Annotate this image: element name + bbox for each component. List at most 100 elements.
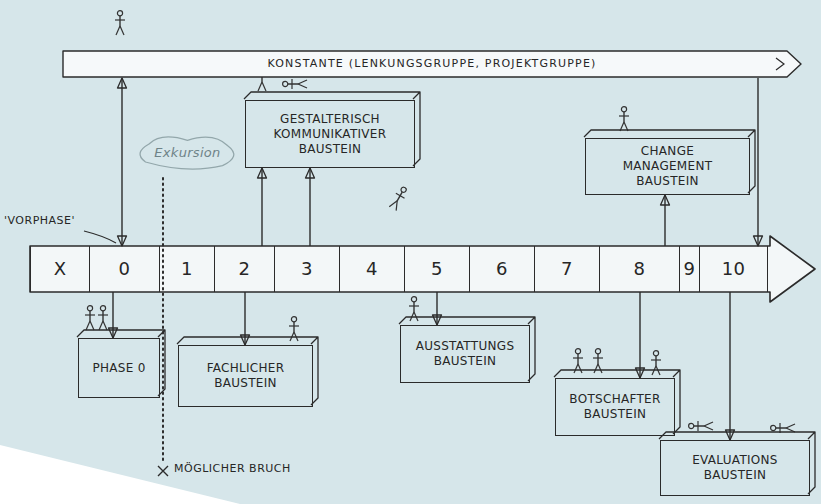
- connector-arrow: [306, 168, 315, 246]
- text-wrap: EVALUATIONS BAUSTEIN: [661, 441, 809, 495]
- text-wrap: 10: [700, 246, 767, 292]
- connector-line: [664, 195, 665, 246]
- connector-line: [244, 292, 245, 345]
- text-wrap: 8: [600, 246, 679, 292]
- phase-number: 10: [722, 258, 746, 281]
- phase-cell: 7: [535, 246, 600, 292]
- text-wrap: KONSTANTE (LENKUNGSGRUPPE, PROJEKTGRUPPE…: [62, 50, 802, 78]
- arrow-head: [241, 335, 250, 345]
- excursion-cloud: Exkursion: [135, 135, 240, 171]
- phase-cell: 0: [90, 246, 160, 292]
- text-wrap: 9: [680, 246, 699, 292]
- module-box: AUSSTATTUNGS BAUSTEIN: [400, 325, 530, 383]
- node-label: FACHLICHER BAUSTEIN: [187, 361, 304, 391]
- node-label: BOTSCHAFTER BAUSTEIN: [564, 392, 666, 422]
- arrow-head: [118, 78, 127, 88]
- node-label: Exkursion: [154, 145, 220, 161]
- leader-line: [84, 231, 116, 243]
- phase-number: 6: [496, 258, 508, 281]
- text-wrap: CHANGE MANAGEMENT BAUSTEIN: [586, 139, 749, 194]
- phase-cell: 2: [215, 246, 275, 292]
- connector-line: [639, 292, 640, 378]
- arrow-head: [726, 430, 735, 440]
- arrow-head: [109, 328, 118, 338]
- phase-cell: 4: [340, 246, 405, 292]
- arrow-head: [118, 236, 127, 246]
- phase-number: 2: [239, 258, 251, 281]
- node-label: GESTALTERISCH KOMMUNIKATIVER BAUSTEIN: [254, 112, 406, 157]
- connector-arrow: [118, 78, 127, 246]
- phase-cell: 8: [600, 246, 680, 292]
- text-wrap: 7: [535, 246, 599, 292]
- connector-arrow: [433, 292, 442, 325]
- text-wrap: FACHLICHER BAUSTEIN: [179, 346, 312, 406]
- node-label: KONSTANTE (LENKUNGSGRUPPE, PROJEKTGRUPPE…: [267, 57, 596, 71]
- phase-number: 1: [181, 258, 193, 281]
- phase-number: 4: [366, 258, 378, 281]
- text-wrap: 3: [275, 246, 339, 292]
- break-note: MÖGLICHER BRUCH: [174, 462, 291, 475]
- phase-number: X: [54, 258, 67, 281]
- module-box: CHANGE MANAGEMENT BAUSTEIN: [585, 138, 750, 195]
- node-label: CHANGE MANAGEMENT BAUSTEIN: [594, 144, 741, 189]
- connector-arrow: [636, 292, 645, 378]
- connector-arrow: [258, 168, 267, 246]
- phase-number: 5: [431, 258, 443, 281]
- connector-line: [757, 78, 758, 246]
- text-wrap: AUSSTATTUNGS BAUSTEIN: [401, 326, 529, 382]
- break-line: [162, 178, 164, 462]
- text-wrap: X: [31, 246, 89, 292]
- connector-line: [261, 168, 262, 246]
- phase-number: 9: [684, 258, 696, 281]
- connector-line: [436, 292, 437, 325]
- constant-band: KONSTANTE (LENKUNGSGRUPPE, PROJEKTGRUPPE…: [62, 50, 802, 78]
- text-wrap: GESTALTERISCH KOMMUNIKATIVER BAUSTEIN: [246, 101, 414, 167]
- connector-line: [112, 292, 113, 338]
- module-box: GESTALTERISCH KOMMUNIKATIVER BAUSTEIN: [245, 100, 415, 168]
- phase-cell: 3: [275, 246, 340, 292]
- arrow-head: [661, 195, 670, 205]
- break-mark: [158, 466, 168, 476]
- connector-line: [121, 78, 122, 246]
- text-wrap: 4: [340, 246, 404, 292]
- text-wrap: BOTSCHAFTER BAUSTEIN: [556, 379, 674, 435]
- node-label: EVALUATIONS BAUSTEIN: [669, 453, 801, 483]
- text-wrap: 0: [90, 246, 159, 292]
- timeline-arrow: [30, 236, 815, 302]
- phase-number: 8: [634, 258, 646, 281]
- phase-cell: X: [30, 246, 90, 292]
- arrow-head: [258, 168, 267, 178]
- phase-cell: 1: [160, 246, 215, 292]
- text-wrap: 6: [470, 246, 534, 292]
- arrow-head: [306, 168, 315, 178]
- text-wrap: PHASE 0: [79, 339, 159, 397]
- phase-cell: 6: [470, 246, 535, 292]
- connector-arrow: [661, 195, 670, 246]
- text-wrap: 2: [215, 246, 274, 292]
- text-wrap: Exkursion: [135, 135, 240, 171]
- node-label: AUSSTATTUNGS BAUSTEIN: [409, 339, 521, 369]
- module-box: PHASE 0: [78, 338, 160, 398]
- arrow-head: [754, 236, 763, 246]
- phase-note: 'VORPHASE': [4, 214, 75, 227]
- phase-number: 0: [119, 258, 131, 281]
- phase-number: 3: [301, 258, 313, 281]
- node-label: PHASE 0: [92, 361, 145, 376]
- arrow-head: [433, 315, 442, 325]
- connector-arrow: [754, 78, 763, 246]
- phase-number: 7: [561, 258, 573, 281]
- connector-line: [729, 292, 730, 440]
- phase-cell: 5: [405, 246, 470, 292]
- connector-line: [309, 168, 310, 246]
- phase-cell: 9: [680, 246, 700, 292]
- arrow-head: [636, 368, 645, 378]
- module-box: FACHLICHER BAUSTEIN: [178, 345, 313, 407]
- connector-arrow: [726, 292, 735, 440]
- connector-arrow: [241, 292, 250, 345]
- text-wrap: 5: [405, 246, 469, 292]
- connector-arrow: [109, 292, 118, 338]
- people-figures: [85, 11, 795, 433]
